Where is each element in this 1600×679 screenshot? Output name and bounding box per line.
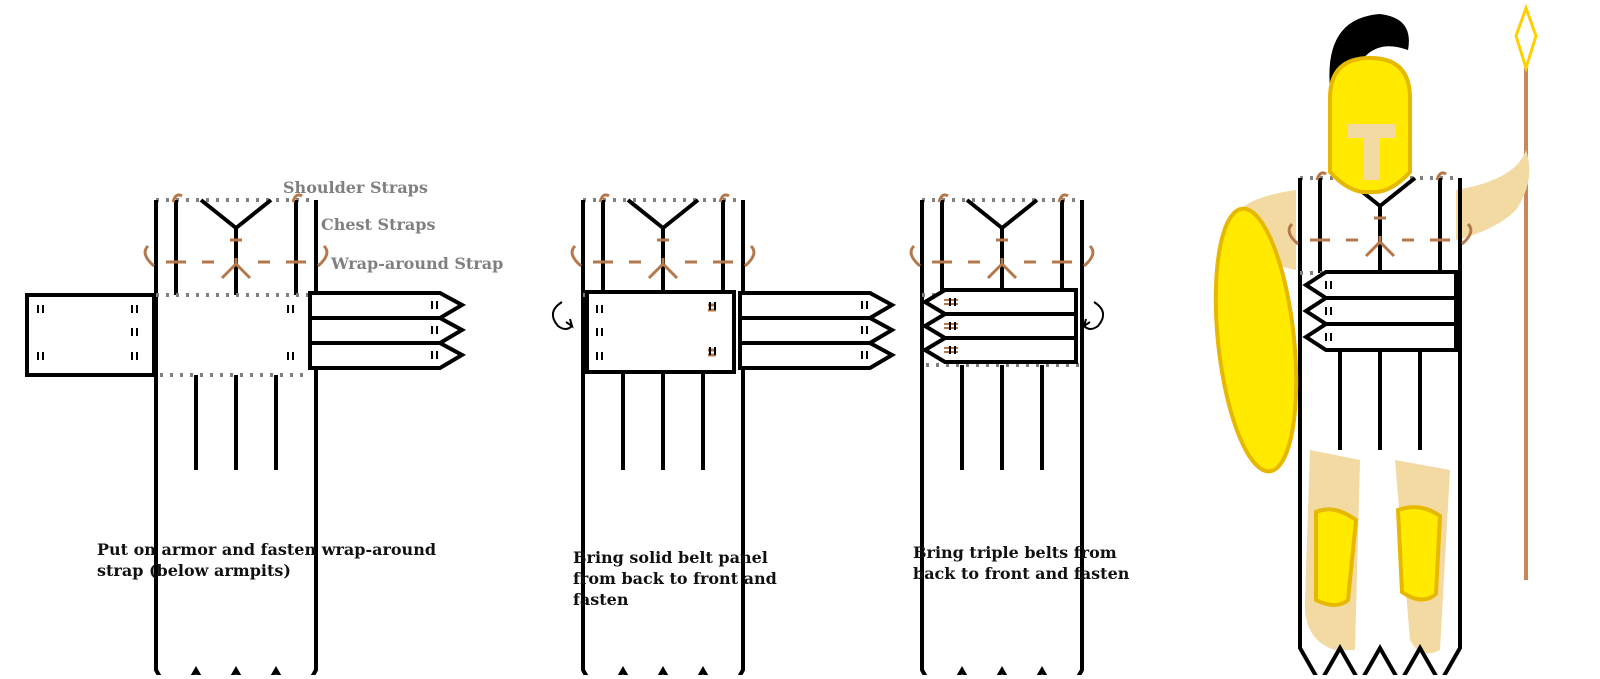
shoulder-straps-label: Shoulder Straps: [283, 178, 428, 197]
warrior-illustration: [1213, 3, 1538, 679]
rotate-arrow-icon: [551, 301, 574, 330]
wrap-around-strap-label: Wrap-around Strap: [331, 254, 504, 273]
chest-straps-label: Chest Straps: [321, 215, 436, 234]
caption-step3: Bring triple belts from back to front an…: [913, 543, 1130, 583]
armor-step3: [909, 192, 1105, 679]
rotate-arrow-icon: [1082, 301, 1105, 330]
caption-step2: Bring solid belt panel from back to fron…: [573, 548, 777, 609]
caption-step1: Put on armor and fasten wrap-around stra…: [97, 540, 437, 580]
armor-step1: [25, 192, 467, 679]
armor-step2: [551, 192, 897, 679]
